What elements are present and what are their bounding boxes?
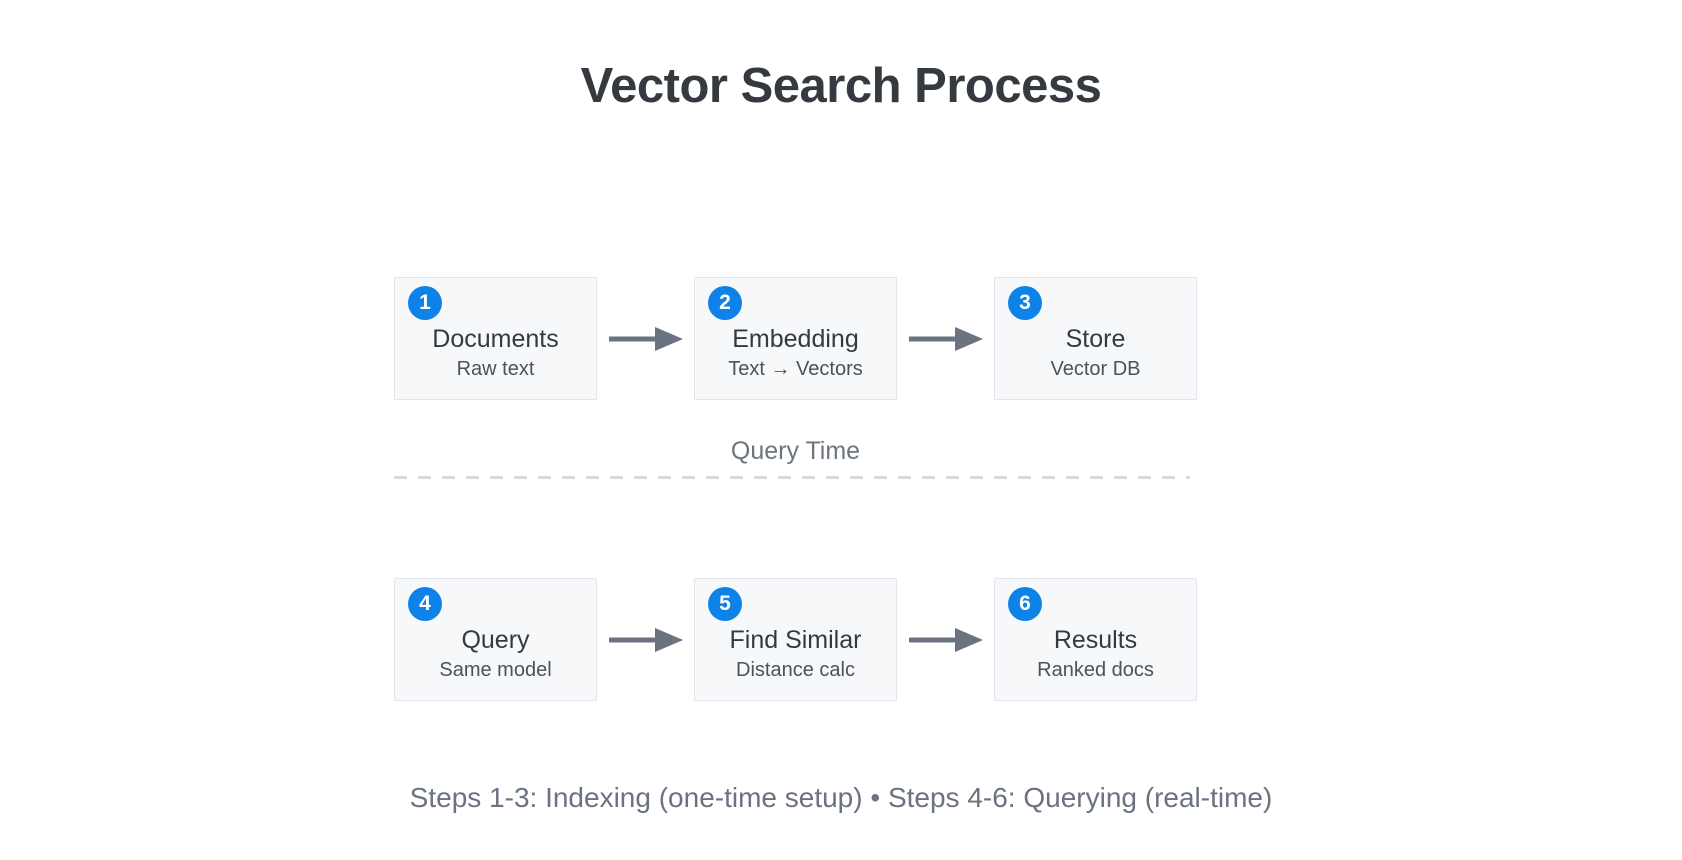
step-sublabel: Same model	[439, 659, 552, 681]
flow-arrow-icon	[897, 627, 994, 653]
step-number-badge: 1	[408, 286, 442, 320]
step-label: Find Similar	[729, 626, 862, 654]
flow-arrow-icon	[897, 326, 994, 352]
step-number-badge: 2	[708, 286, 742, 320]
step-number-badge: 5	[708, 587, 742, 621]
step-label: Results	[1053, 626, 1138, 654]
flow-arrow-icon	[597, 326, 694, 352]
step-sublabel: Raw text	[456, 358, 535, 380]
step-sublabel: Vector DB	[1050, 358, 1141, 380]
step-box-query: 4 Query Same model	[394, 578, 597, 701]
footer-caption: Steps 1-3: Indexing (one-time setup) • S…	[409, 782, 1273, 813]
divider-dashed-line	[394, 476, 1190, 479]
query-time-label: Query Time	[730, 437, 861, 465]
step-sublabel: Text → Vectors	[728, 358, 863, 380]
querying-row: 4 Query Same model 5 Find Similar Distan…	[394, 578, 1197, 701]
step-sublabel: Distance calc	[736, 659, 855, 681]
step-label: Store	[1065, 325, 1126, 353]
step-label: Documents	[432, 325, 559, 353]
step-number-badge: 3	[1008, 286, 1042, 320]
step-box-store: 3 Store Vector DB	[994, 277, 1197, 400]
step-number-badge: 4	[408, 587, 442, 621]
page-title: Vector Search Process	[580, 59, 1102, 113]
step-box-results: 6 Results Ranked docs	[994, 578, 1197, 701]
indexing-row: 1 Documents Raw text 2 Embedding Text → …	[394, 277, 1197, 400]
step-number-badge: 6	[1008, 587, 1042, 621]
step-box-embedding: 2 Embedding Text → Vectors	[694, 277, 897, 400]
step-box-find-similar: 5 Find Similar Distance calc	[694, 578, 897, 701]
step-label: Query	[461, 626, 530, 654]
step-box-documents: 1 Documents Raw text	[394, 277, 597, 400]
flow-arrow-icon	[597, 627, 694, 653]
step-label: Embedding	[732, 325, 859, 353]
step-sublabel: Ranked docs	[1037, 659, 1154, 681]
